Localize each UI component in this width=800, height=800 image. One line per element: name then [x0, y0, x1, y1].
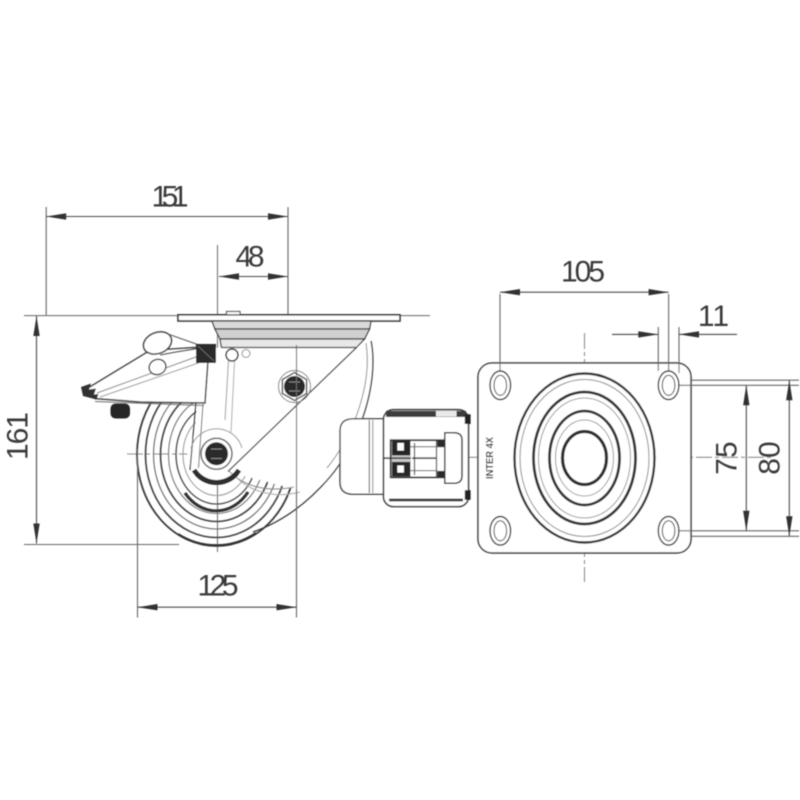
svg-text:151: 151 [152, 181, 189, 214]
svg-text:48: 48 [236, 241, 265, 274]
svg-text:161: 161 [2, 412, 35, 460]
svg-text:105: 105 [561, 256, 605, 289]
svg-text:80: 80 [754, 441, 787, 474]
svg-text:75: 75 [711, 441, 744, 474]
svg-text:INTER 4X: INTER 4X [485, 437, 496, 479]
svg-text:125: 125 [198, 570, 239, 603]
svg-text:11: 11 [698, 300, 729, 333]
